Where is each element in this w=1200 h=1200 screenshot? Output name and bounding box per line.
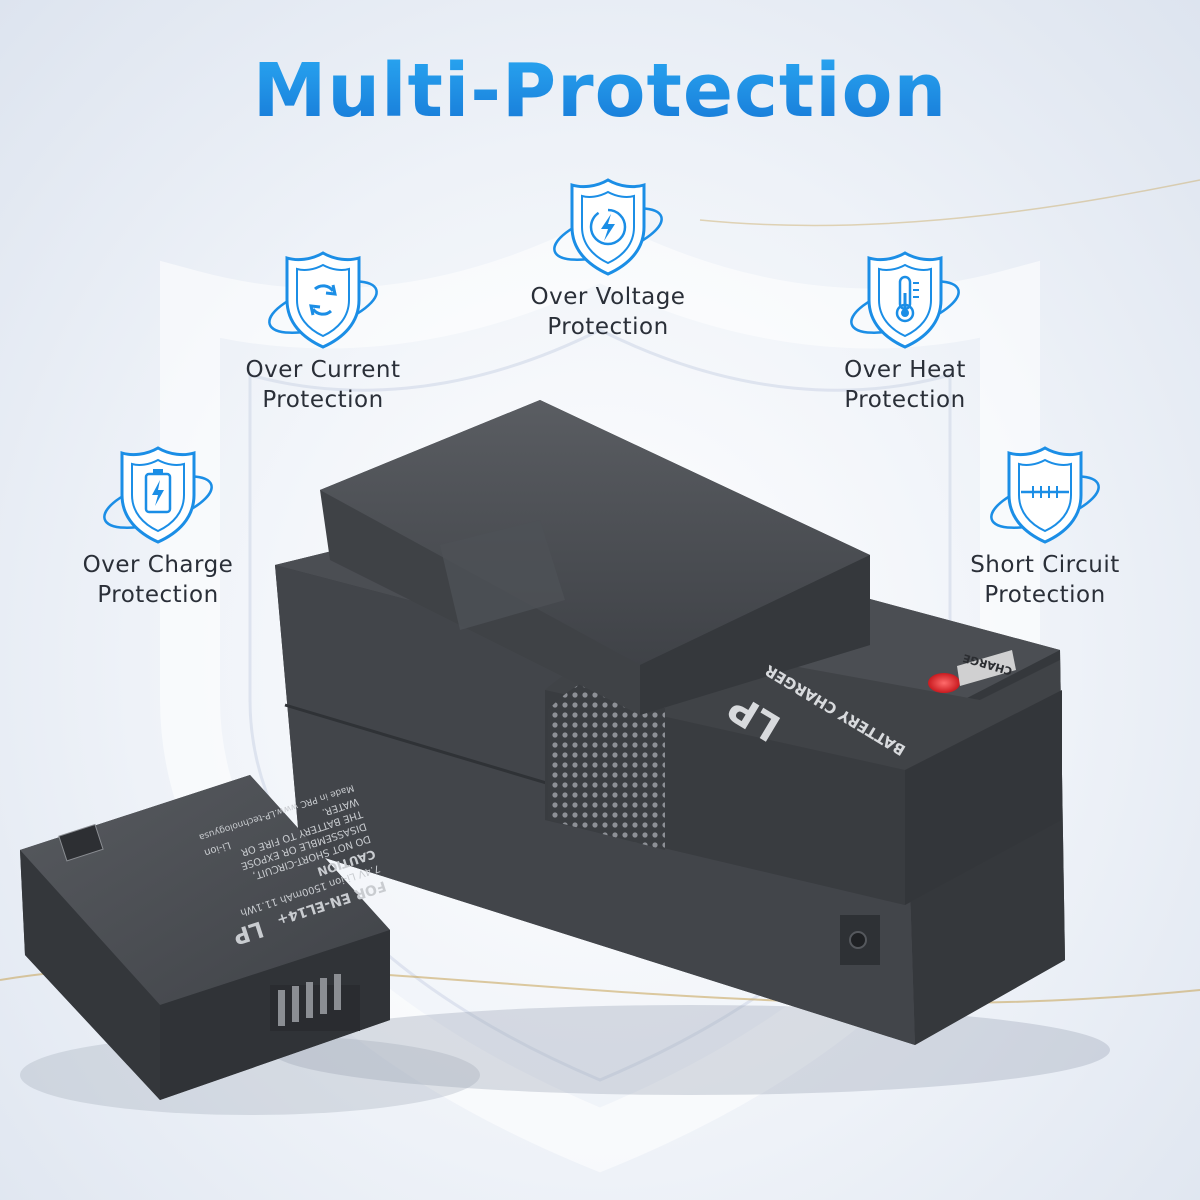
- page-title: Multi-Protection: [0, 48, 1200, 134]
- feature-short-circuit: Short Circuit Protection: [925, 440, 1165, 610]
- battery-contacts: [270, 974, 360, 1031]
- feature-over-current: Over Current Protection: [203, 245, 443, 415]
- current-shield-icon: [268, 251, 378, 349]
- charge-shield-icon: [103, 446, 213, 544]
- battery-label-window: [58, 823, 104, 862]
- feature-over-voltage: Over Voltage Protection: [488, 172, 728, 342]
- feature-label-over-voltage: Over Voltage Protection: [530, 284, 686, 340]
- inserted-battery: [320, 400, 870, 715]
- feature-over-charge: Over Charge Protection: [38, 440, 278, 610]
- feature-label-over-charge: Over Charge Protection: [82, 552, 234, 608]
- voltage-shield-icon: [553, 178, 663, 276]
- circuit-shield-icon: [990, 446, 1100, 544]
- charge-indicator-led: [928, 673, 960, 693]
- loose-battery: LP FOR EN-EL14+ 7.4V Li-ion 1500mAh 11.1…: [20, 775, 480, 1115]
- feature-label-short-circuit: Short Circuit Protection: [970, 552, 1120, 608]
- feature-label-over-heat: Over Heat Protection: [844, 357, 966, 413]
- charger-vent-grille: [548, 672, 665, 850]
- feature-label-over-current: Over Current Protection: [245, 357, 401, 413]
- heat-shield-icon: [850, 251, 960, 349]
- feature-over-heat: Over Heat Protection: [785, 245, 1025, 415]
